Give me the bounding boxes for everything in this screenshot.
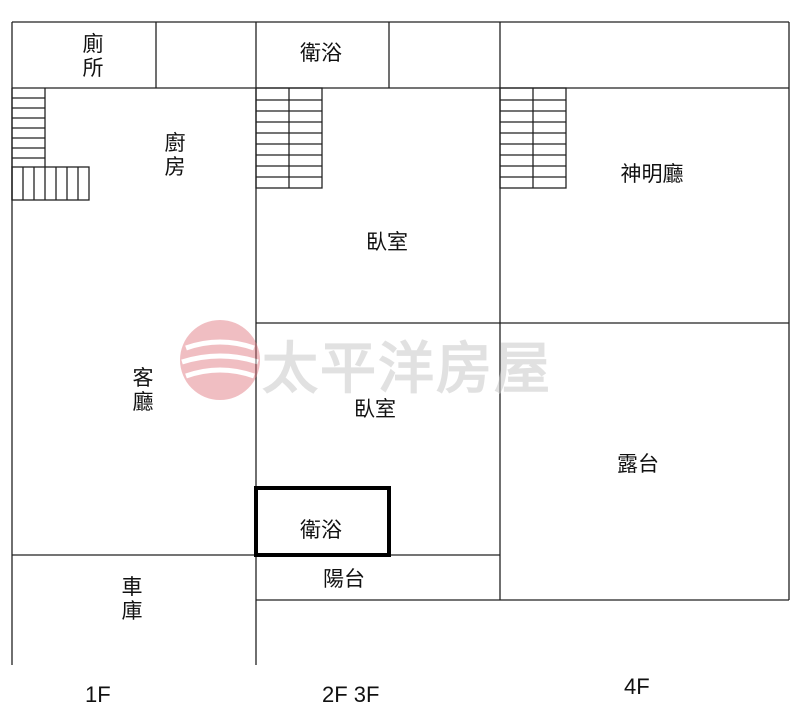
room-bedroom-lower: 臥室 <box>354 397 396 421</box>
bath-highlight-box <box>254 486 391 557</box>
room-toilet-1f: 廁所 <box>82 32 104 80</box>
room-balcony: 陽台 <box>323 567 365 591</box>
room-terrace: 露台 <box>617 452 659 476</box>
floor-label-2f-3f: 2F 3F <box>322 682 380 707</box>
room-bath-lower: 衛浴 <box>300 518 342 542</box>
stairs-4f <box>499 87 567 189</box>
room-bath-top: 衛浴 <box>300 41 342 65</box>
room-kitchen: 廚房 <box>164 131 186 179</box>
room-bedroom-upper: 臥室 <box>366 230 408 254</box>
floor-label-4f: 4F <box>624 674 650 699</box>
floor-label-1f: 1F <box>85 682 111 707</box>
room-garage: 車庫 <box>121 575 143 623</box>
stairs-23f <box>255 87 323 189</box>
stairs-1f <box>11 88 90 201</box>
room-living: 客廳 <box>132 366 154 414</box>
room-shrine-hall: 神明廳 <box>620 162 684 186</box>
